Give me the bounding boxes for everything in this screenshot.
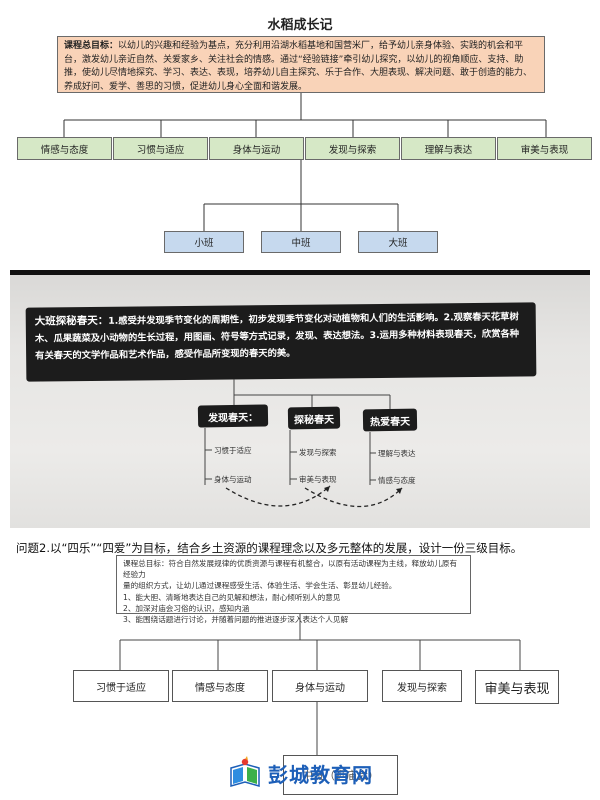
- question-text: 问题2.以“四乐”“四爱”为目标，结合乡土资源的课程理念以及多元整体的发展，设计…: [16, 541, 523, 555]
- goal-category-box: 审美与表现: [475, 670, 559, 704]
- category-label: 审美与表现: [520, 144, 569, 156]
- screen-photo-bezel: [10, 270, 590, 275]
- watermark-text: 彭城教育网: [268, 762, 373, 787]
- spring-subitem: 身体与运动: [214, 475, 252, 484]
- course-goal-label: 课程总目标：: [64, 41, 119, 51]
- goal-category-box: 发现与探索: [382, 670, 462, 702]
- course-goal-box: 课程总目标：以幼儿的兴趣和经验为基点，充分利用沿湖水稻基地和国营米厂，给予幼儿亲…: [57, 36, 545, 93]
- category-box: 身体与运动: [209, 137, 304, 160]
- goal-category-box: 情感与态度: [172, 670, 268, 702]
- class-box-large: 大班: [358, 231, 438, 253]
- spring-subitem: 习惯于适应: [214, 446, 252, 455]
- category-box: 发现与探索: [305, 137, 400, 160]
- goal-category-label: 审美与表现: [484, 681, 550, 697]
- spring-subitem: 审美与表现: [299, 475, 337, 484]
- middle-class-temple-fair-box: 中班（逛庙会）: [283, 755, 398, 795]
- goal-category-label: 发现与探索: [397, 682, 447, 694]
- watermark-logo: 彭城教育网: [228, 755, 408, 791]
- category-box: 理解与表达: [401, 137, 496, 160]
- three-level-goal-box: 课程总目标：符合自然发展规律的优质资源与课程有机整合，以原有活动课程为主线，释放…: [116, 555, 471, 624]
- goal-category-label: 身体与运动: [295, 682, 345, 694]
- book-logo-icon: [230, 756, 260, 787]
- spring-subitem: 理解与表达: [378, 449, 416, 458]
- class-label: 中班: [291, 238, 311, 249]
- spring-subitem: 情感与态度: [378, 476, 416, 485]
- goal-category-box: 习惯于适应: [73, 670, 169, 702]
- spring-subitem: 发现与探索: [299, 448, 337, 457]
- goal-line: 3、能围绕话题进行讨论，并随着问题的推进逐步深入表达个人见解: [123, 615, 349, 625]
- course-goal-text: 课程总目标：以幼儿的兴趣和经验为基点，充分利用沿湖水稻基地和国营米厂，给予幼儿亲…: [64, 41, 533, 92]
- class-box-small: 小班: [164, 231, 244, 253]
- goal-line: 1、能大胆、清晰地表达自己的见解和想法，耐心倾听别人的意见: [123, 592, 341, 602]
- goal-line: 量的组织方式，让幼儿通过课程感受生活、体验生活、学会生活、彰显幼儿经验。: [123, 581, 397, 591]
- category-label: 发现与探索: [328, 144, 377, 156]
- category-label: 习惯与适应: [136, 144, 185, 156]
- category-box: 审美与表现: [497, 137, 592, 160]
- bottom-box-label: 中班（逛庙会）: [302, 769, 379, 782]
- goal-category-box: 身体与运动: [272, 670, 368, 702]
- category-box: 情感与态度: [17, 137, 112, 160]
- goal-category-label: 习惯于适应: [96, 682, 146, 694]
- category-label: 身体与运动: [232, 144, 281, 156]
- diagram-title: 水稻成长记: [267, 18, 333, 33]
- category-box: 习惯与适应: [113, 137, 208, 160]
- goal-category-label: 情感与态度: [195, 682, 245, 694]
- class-box-middle: 中班: [261, 231, 341, 253]
- category-label: 理解与表达: [424, 144, 473, 156]
- class-label: 大班: [388, 238, 408, 249]
- goal-line: 2、加深对庙会习俗的认识，感知内涵: [123, 603, 250, 613]
- goal-line: 课程总目标：符合自然发展规律的优质资源与课程有机整合，以原有活动课程为主线，释放…: [123, 559, 458, 580]
- category-label: 情感与态度: [40, 144, 89, 156]
- class-label: 小班: [194, 238, 214, 249]
